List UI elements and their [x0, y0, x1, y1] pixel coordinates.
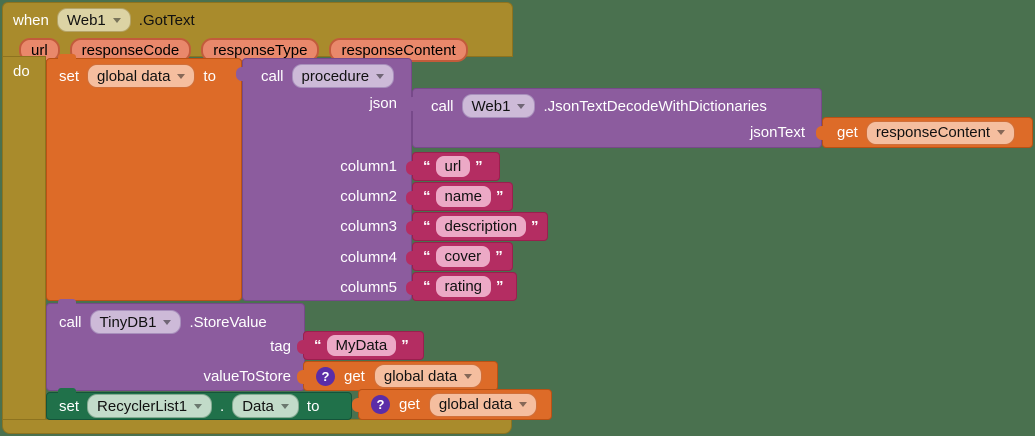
get-response-content-block[interactable]: get responseContent [816, 117, 1033, 148]
dropdown-value: global data [383, 367, 458, 385]
set-global-data-block[interactable]: set global data to [46, 54, 242, 301]
dropdown-value: TinyDB1 [99, 313, 157, 331]
chevron-down-icon [997, 130, 1006, 135]
text-block-url[interactable]: “ url ” [406, 152, 500, 181]
method-name: .StoreValue [189, 313, 267, 331]
text-input[interactable]: name [435, 186, 492, 207]
get-global-data-block-1[interactable]: ? get global data [297, 361, 498, 391]
get-keyword: get [344, 367, 365, 385]
open-quote: “ [423, 248, 431, 265]
arg-label-jsontext: jsonText [749, 124, 805, 141]
arg-label-column3: column3 [340, 218, 397, 235]
get-global-data-block-2[interactable]: ? get global data [352, 389, 552, 420]
global-data-variable-dropdown[interactable]: global data [87, 64, 196, 88]
event-name: .GotText [138, 11, 195, 29]
text-input[interactable]: url [435, 156, 471, 177]
chevron-down-icon [376, 73, 385, 79]
text-block-cover[interactable]: “ cover ” [406, 242, 513, 271]
open-quote: “ [423, 188, 431, 205]
open-quote: “ [423, 278, 431, 295]
arg-label-column5: column5 [340, 279, 397, 296]
when-block-do-spine: do [2, 56, 46, 420]
warning-icon[interactable]: ? [371, 395, 390, 414]
chevron-down-icon [177, 73, 186, 79]
when-gottext-event-block[interactable]: when Web1 .GotText url responseCode resp… [2, 2, 513, 62]
data-property-dropdown[interactable]: Data [232, 394, 299, 418]
get-keyword: get [837, 124, 858, 141]
arg-label-column4: column4 [340, 249, 397, 266]
arg-label-json: json [369, 95, 397, 112]
web1-component-dropdown[interactable]: Web1 [461, 94, 536, 118]
method-name: .JsonTextDecodeWithDictionaries [543, 97, 767, 115]
response-content-variable-dropdown[interactable]: responseContent [865, 120, 1016, 145]
global-data-variable-dropdown[interactable]: global data [428, 392, 538, 417]
dropdown-value: Web1 [66, 11, 106, 29]
chevron-down-icon [194, 403, 203, 409]
close-quote: ” [496, 278, 504, 295]
text-input[interactable]: description [435, 216, 527, 237]
set-keyword: set [59, 397, 80, 415]
recyclerlist-component-dropdown[interactable]: RecyclerList1 [87, 394, 213, 418]
dropdown-value: RecyclerList1 [97, 397, 188, 415]
text-block-description[interactable]: “ description ” [406, 212, 548, 241]
warning-icon[interactable]: ? [316, 366, 335, 386]
dropdown-value: Data [242, 397, 274, 415]
when-block-bottom-bar [2, 419, 512, 434]
to-keyword: to [306, 397, 320, 415]
open-quote: “ [423, 158, 431, 175]
json-decode-call-block[interactable]: call Web1 .JsonTextDecodeWithDictionarie… [406, 88, 822, 148]
text-input[interactable]: rating [435, 276, 492, 297]
web1-component-dropdown[interactable]: Web1 [56, 8, 131, 32]
call-keyword: call [261, 67, 284, 85]
when-keyword: when [13, 11, 49, 29]
close-quote: ” [531, 218, 539, 235]
chevron-down-icon [517, 103, 526, 109]
dropdown-value: procedure [301, 67, 370, 85]
dropdown-value: responseContent [875, 124, 991, 141]
close-quote: ” [475, 158, 483, 175]
arg-label-column1: column1 [340, 158, 397, 175]
open-quote: “ [314, 337, 322, 354]
text-input[interactable]: MyData [326, 335, 397, 356]
call-procedure-block[interactable]: call procedure json column1 column2 colu… [236, 58, 412, 301]
text-input[interactable]: cover [435, 246, 491, 267]
text-block-mydata[interactable]: “ MyData ” [297, 331, 424, 360]
chevron-down-icon [280, 403, 289, 409]
dropdown-value: global data [97, 67, 171, 85]
global-data-variable-dropdown[interactable]: global data [373, 364, 483, 388]
set-recyclerlist-data-block[interactable]: set RecyclerList1 . Data to [46, 388, 352, 420]
chevron-down-icon [519, 402, 528, 407]
dot-separator: . [220, 397, 225, 415]
dropdown-value: Web1 [471, 97, 511, 115]
arg-label-column2: column2 [340, 188, 397, 205]
do-label: do [13, 63, 30, 80]
chevron-down-icon [112, 17, 121, 23]
get-keyword: get [399, 396, 420, 413]
procedure-dropdown[interactable]: procedure [291, 64, 395, 88]
tinydb-storevalue-block[interactable]: call TinyDB1 .StoreValue tag valueToStor… [46, 299, 305, 391]
chevron-down-icon [163, 319, 172, 325]
set-keyword: set [59, 67, 80, 85]
text-block-rating[interactable]: “ rating ” [406, 272, 517, 301]
open-quote: “ [423, 218, 431, 235]
call-keyword: call [59, 313, 82, 331]
chevron-down-icon [464, 373, 473, 379]
arg-label-tag: tag [270, 338, 291, 355]
text-block-name[interactable]: “ name ” [406, 182, 513, 211]
arg-label-valuetostore: valueToStore [203, 368, 291, 385]
tinydb-component-dropdown[interactable]: TinyDB1 [89, 310, 182, 334]
to-keyword: to [203, 67, 216, 85]
dropdown-value: global data [438, 396, 513, 413]
close-quote: ” [496, 188, 504, 205]
close-quote: ” [401, 337, 409, 354]
close-quote: ” [495, 248, 503, 265]
call-keyword: call [431, 97, 454, 115]
